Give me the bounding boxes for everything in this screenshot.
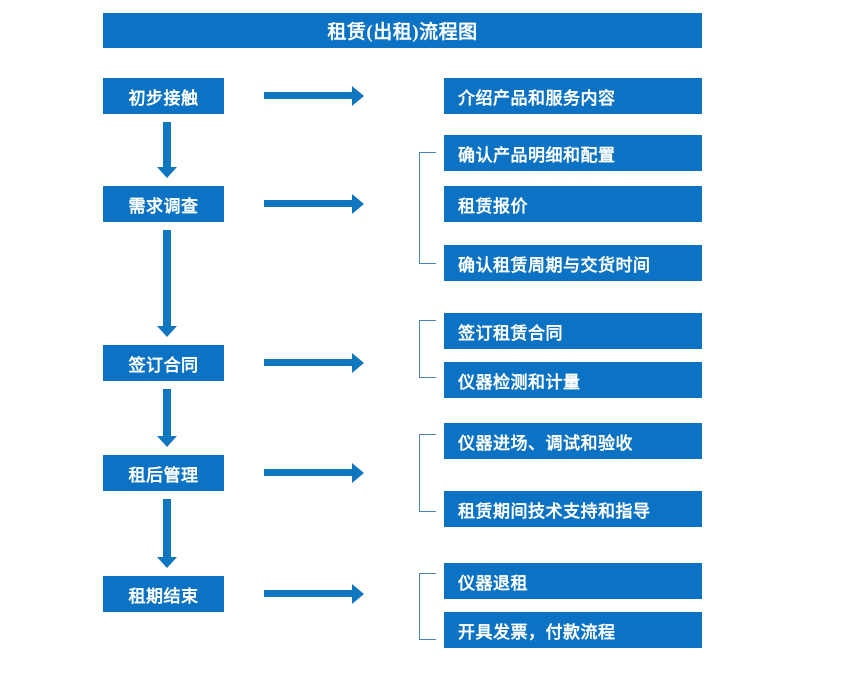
right-arrow-icon-4 — [264, 463, 364, 483]
right-arrow-icon-5 — [264, 584, 364, 604]
detail-box-8[interactable]: 租赁期间技术支持和指导 — [444, 491, 702, 527]
down-arrow-icon-1 — [157, 122, 177, 178]
right-arrow-icon-3 — [264, 353, 364, 373]
group-bracket-3 — [419, 434, 436, 512]
group-bracket-1 — [419, 152, 436, 264]
detail-box-3[interactable]: 租赁报价 — [444, 186, 702, 222]
down-arrow-icon-3 — [157, 389, 177, 447]
down-arrow-icon-2 — [157, 230, 177, 337]
detail-box-6[interactable]: 仪器检测和计量 — [444, 362, 702, 398]
page-title: 租赁(出租)流程图 — [103, 13, 702, 48]
stage-box-2[interactable]: 需求调查 — [103, 186, 224, 222]
detail-box-1[interactable]: 介绍产品和服务内容 — [444, 78, 702, 114]
stage-box-5[interactable]: 租期结束 — [103, 576, 224, 612]
stage-box-4[interactable]: 租后管理 — [103, 455, 224, 491]
right-arrow-icon-1 — [264, 86, 364, 106]
detail-box-7[interactable]: 仪器进场、调试和验收 — [444, 423, 702, 459]
detail-box-2[interactable]: 确认产品明细和配置 — [444, 135, 702, 171]
detail-box-4[interactable]: 确认租赁周期与交货时间 — [444, 245, 702, 281]
detail-box-9[interactable]: 仪器退租 — [444, 563, 702, 599]
detail-box-10[interactable]: 开具发票，付款流程 — [444, 612, 702, 648]
detail-box-5[interactable]: 签订租赁合同 — [444, 313, 702, 349]
group-bracket-2 — [419, 320, 436, 378]
stage-box-3[interactable]: 签订合同 — [103, 345, 224, 381]
right-arrow-icon-2 — [264, 194, 364, 214]
group-bracket-4 — [419, 573, 436, 640]
stage-box-1[interactable]: 初步接触 — [103, 78, 224, 114]
down-arrow-icon-4 — [157, 499, 177, 568]
